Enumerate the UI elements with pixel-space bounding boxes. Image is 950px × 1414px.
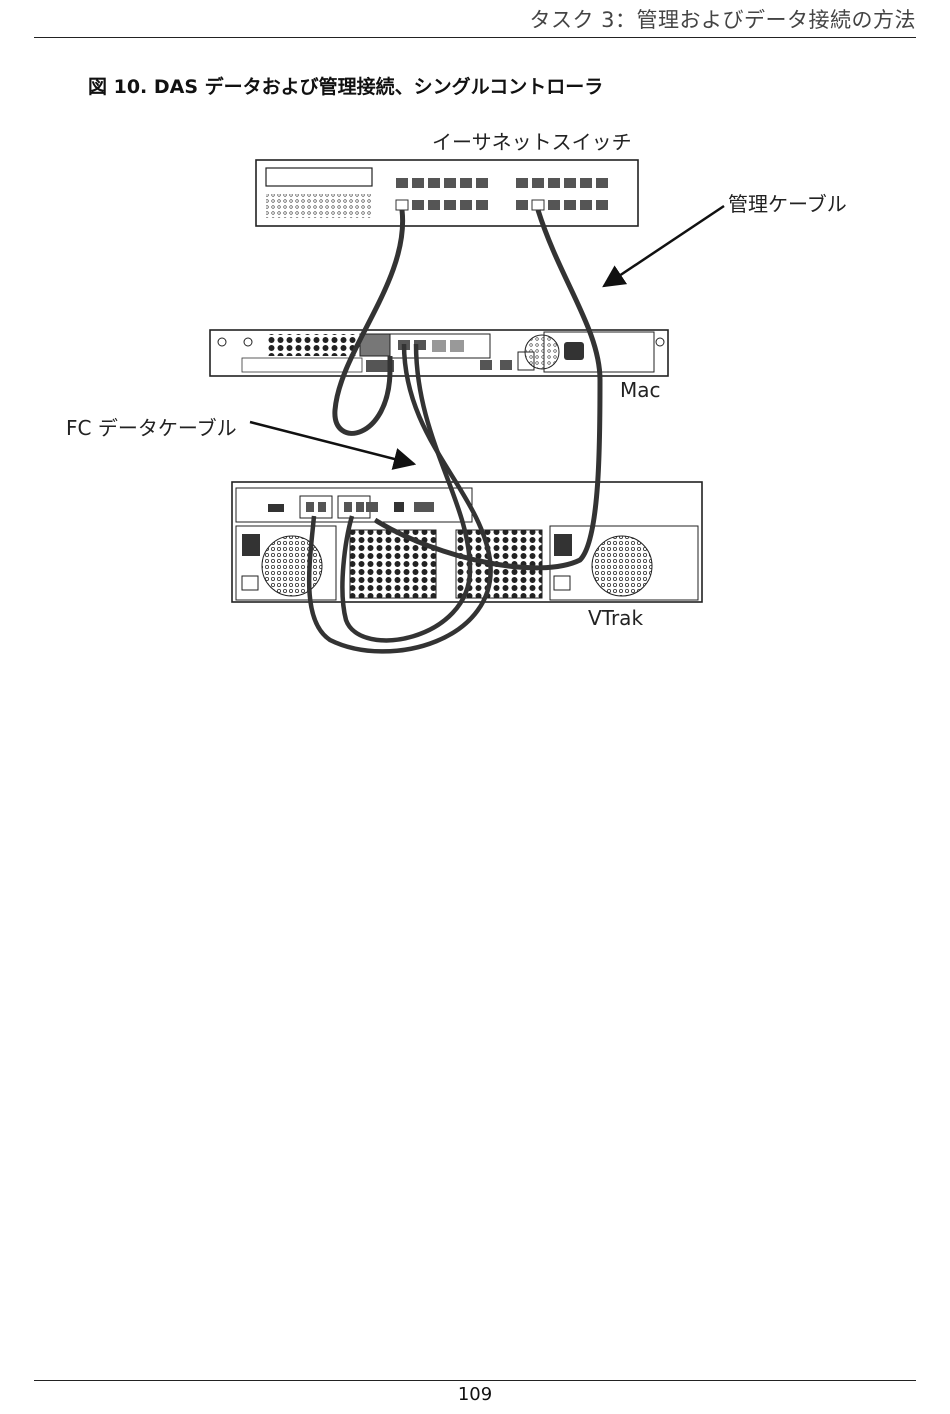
fc-cable-pointer (249, 420, 417, 470)
vtrak-label: VTrak (588, 606, 644, 630)
page-header-title: タスク 3：管理およびデータ接続の方法 (529, 8, 916, 32)
header-divider (34, 37, 916, 38)
switch-ports-right-top (516, 178, 608, 188)
ethernet-cable-vtrak (373, 209, 603, 571)
fc-data-cables (306, 343, 493, 654)
switch-label: イーサネットスイッチ (432, 130, 632, 154)
fc-cable-label: FC データケーブル (66, 416, 237, 440)
mac-label: Mac (620, 378, 661, 402)
diagram-drawing (209, 159, 725, 654)
mgmt-cable-pointer (602, 204, 725, 288)
footer-divider (34, 1380, 916, 1381)
switch-ports-left-top (396, 178, 488, 188)
connection-diagram: イーサネットスイッチ 管理ケーブル Mac FC データケーブル VTrak (60, 120, 880, 680)
figure-caption: 図 10. DAS データおよび管理接続、シングルコントローラ (88, 76, 604, 98)
mgmt-cable-label: 管理ケーブル (728, 192, 847, 216)
ethernet-cable-mac (332, 209, 406, 436)
page-number: 109 (457, 1384, 493, 1405)
ethernet-switch (255, 159, 639, 227)
